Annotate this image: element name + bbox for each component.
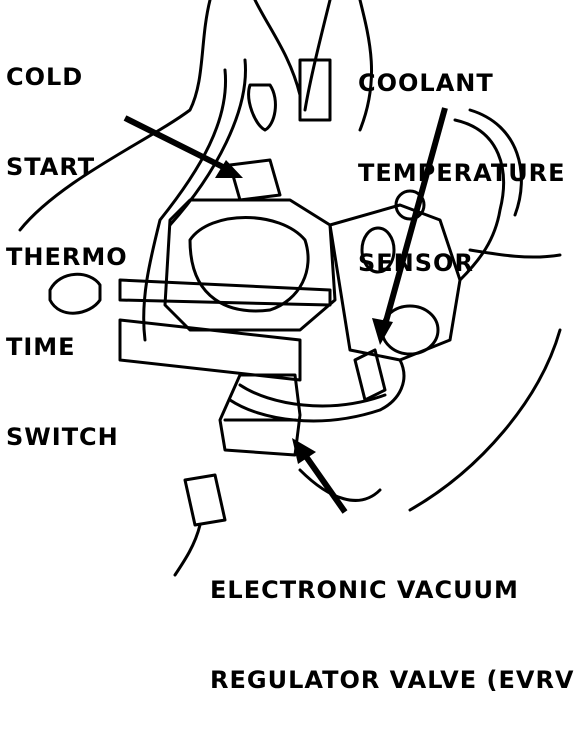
evrv-label: ELECTRONIC VACUUM REGULATOR VALVE (EVRV): [210, 515, 576, 755]
cold-start-arrow-head: [215, 160, 243, 178]
wiring-lower: [228, 358, 406, 423]
coolant-arrow-head: [372, 318, 393, 345]
cold-start-line-3: THERMO: [6, 243, 128, 271]
coolant-line-3: SENSOR: [358, 249, 474, 277]
wiring-harness-right2: [468, 108, 523, 217]
hose-top-mid: [303, 0, 332, 112]
hose-elbow: [48, 272, 102, 315]
coolant-sensor-body: [353, 348, 387, 402]
cold-start-line-1: COLD: [6, 63, 84, 91]
hose-top-left: [253, 0, 302, 97]
evrv-line-2: REGULATOR VALVE (EVRV): [210, 666, 576, 694]
lead-wire-right: [468, 248, 562, 259]
cold-start-thermo-time-switch-label: COLD START THERMO TIME SWITCH: [6, 2, 128, 512]
cold-start-top: [247, 83, 277, 132]
engine-illustration: [18, 0, 562, 577]
cold-start-arrow-shaft: [123, 115, 227, 171]
wiring-harness-right: [453, 118, 506, 282]
evrv-arrow-shaft: [302, 453, 348, 514]
engine-outline-right: [408, 328, 562, 512]
hose-top-right: [358, 0, 374, 132]
hose-top-far: [298, 58, 332, 122]
engine-block: [328, 203, 462, 362]
evrv-body: [218, 373, 302, 457]
coolant-temperature-sensor-label: COOLANT TEMPERATURE SENSOR: [358, 8, 566, 338]
cap-round: [394, 189, 426, 221]
port-round: [360, 226, 396, 274]
cold-start-line-2: START: [6, 153, 96, 181]
air-box-inner: [188, 216, 310, 313]
connector-plug: [183, 473, 227, 527]
connector-wire: [173, 523, 202, 577]
mount-plate: [118, 318, 302, 382]
cold-start-body: [228, 158, 282, 202]
coolant-line-1: COOLANT: [358, 69, 494, 97]
wiring-bottom: [298, 468, 382, 502]
evrv-arrow-head: [292, 438, 316, 464]
coolant-line-2: TEMPERATURE: [358, 159, 566, 187]
cold-start-line-5: SWITCH: [6, 423, 119, 451]
cold-start-line-4: TIME: [6, 333, 76, 361]
air-box: [163, 198, 337, 332]
engine-diagram: COLD START THERMO TIME SWITCH COOLANT TE…: [6, 0, 576, 694]
mount-rail: [118, 278, 332, 307]
coolant-arrow-shaft: [382, 107, 448, 326]
engine-outline-left: [18, 0, 212, 232]
